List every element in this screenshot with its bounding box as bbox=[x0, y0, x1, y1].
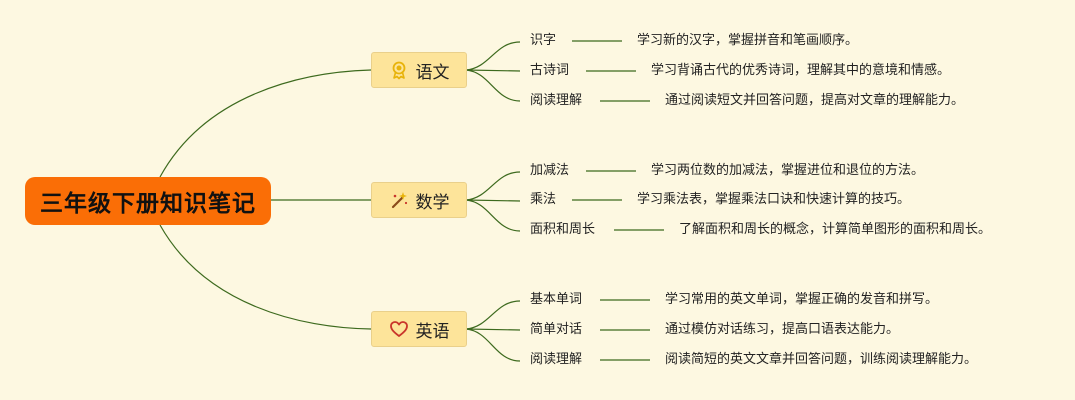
chinese-desc-2: 学习背诵古代的优秀诗词，理解其中的意境和情感。 bbox=[651, 63, 951, 78]
chinese-topic-3: 阅读理解 bbox=[530, 93, 583, 108]
connector-english-item-3 bbox=[465, 328, 521, 362]
chinese-topic-2: 古诗词 bbox=[530, 63, 570, 78]
root-node[interactable]: 三年级下册知识笔记 bbox=[25, 177, 271, 225]
connector-chinese-item-3 bbox=[465, 69, 521, 102]
connector-math-item-2 bbox=[465, 199, 521, 202]
english-topic-1: 基本单词 bbox=[530, 292, 583, 307]
chinese-desc-3: 通过阅读短文并回答问题，提高对文章的理解能力。 bbox=[665, 93, 965, 108]
math-desc-2: 学习乘法表，掌握乘法口诀和快速计算的技巧。 bbox=[637, 192, 911, 207]
connector-root-to-chinese bbox=[159, 69, 372, 178]
connector-chinese-item-2 bbox=[465, 69, 521, 72]
heart-icon bbox=[389, 319, 409, 339]
connector-math-item-1 bbox=[465, 171, 521, 201]
root-label: 三年级下册知识笔记 bbox=[40, 191, 256, 217]
english-desc-3: 阅读简短的英文文章并回答问题，训练阅读理解能力。 bbox=[665, 352, 978, 367]
branch-math-label: 数学 bbox=[415, 192, 450, 213]
english-topic-2: 简单对话 bbox=[530, 322, 583, 337]
math-topic-2: 乘法 bbox=[530, 192, 557, 207]
medal-icon bbox=[389, 60, 409, 80]
connector-root-to-english bbox=[159, 224, 372, 330]
magic-wand-icon bbox=[389, 190, 409, 210]
branch-chinese-label: 语文 bbox=[415, 62, 450, 83]
connector-math-item-3 bbox=[465, 199, 521, 232]
chinese-desc-1: 学习新的汉字，掌握拼音和笔画顺序。 bbox=[637, 33, 859, 48]
math-desc-3: 了解面积和周长的概念，计算简单图形的面积和周长。 bbox=[679, 222, 992, 237]
math-topic-3: 面积和周长 bbox=[530, 222, 596, 237]
english-desc-1: 学习常用的英文单词，掌握正确的发音和拼写。 bbox=[665, 292, 939, 307]
branch-chinese[interactable]: 语文 bbox=[371, 52, 467, 88]
math-topic-1: 加减法 bbox=[530, 163, 570, 178]
branch-math[interactable]: 数学 bbox=[371, 182, 467, 218]
math-desc-1: 学习两位数的加减法，掌握进位和退位的方法。 bbox=[651, 163, 925, 178]
branch-english-label: 英语 bbox=[415, 321, 450, 342]
connector-english-item-2 bbox=[465, 328, 521, 331]
branch-english[interactable]: 英语 bbox=[371, 311, 467, 347]
connector-chinese-item-1 bbox=[465, 41, 521, 71]
english-desc-2: 通过模仿对话练习，提高口语表达能力。 bbox=[665, 322, 900, 337]
connector-english-item-1 bbox=[465, 300, 521, 330]
chinese-topic-1: 识字 bbox=[530, 33, 557, 48]
english-topic-3: 阅读理解 bbox=[530, 352, 583, 367]
